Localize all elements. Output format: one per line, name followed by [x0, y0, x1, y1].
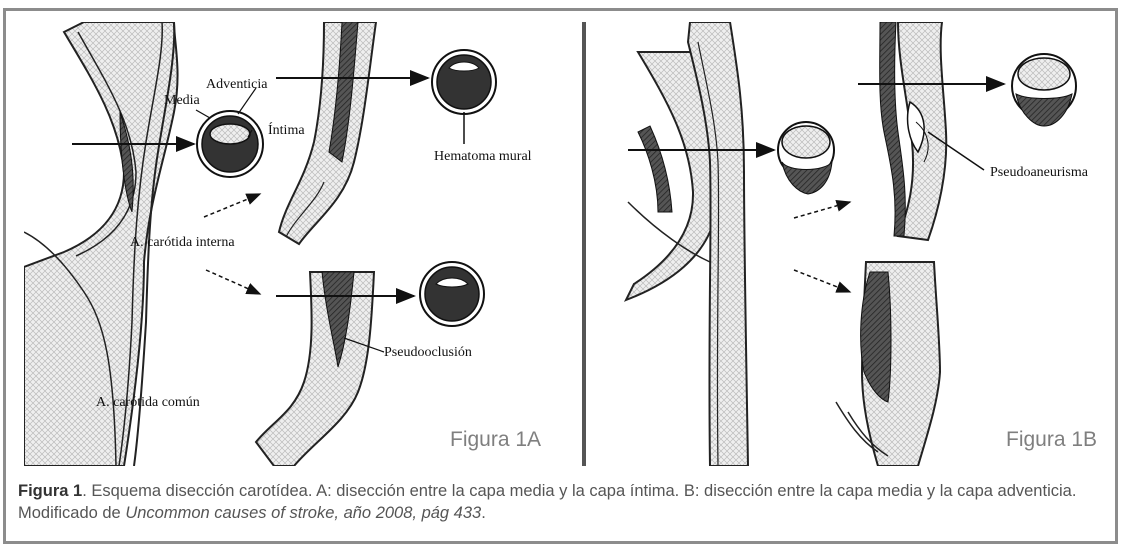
label-carotida-interna: A. carótida interna — [130, 235, 235, 250]
vessel-segment-b-upper — [880, 22, 947, 240]
cross-section-pseudoaneurisma — [1012, 54, 1076, 126]
figure-caption: Figura 1. Esquema disección carotídea. A… — [18, 480, 1108, 524]
panel-divider — [582, 22, 586, 466]
vessel-segment-lower — [256, 272, 374, 466]
cross-section-b1 — [778, 122, 834, 194]
figure-label-a: Figura 1A — [450, 428, 541, 452]
label-pseudooclusion: Pseudooclusión — [384, 345, 472, 360]
panel-b-illustration: Pseudoaneurisma — [598, 22, 1106, 466]
carotid-vessel-b — [626, 22, 748, 466]
caption-bold: Figura 1 — [18, 482, 82, 500]
arrow-to-lower-b — [794, 270, 850, 292]
label-intima: Íntima — [268, 121, 305, 138]
arrow-to-hematoma — [204, 194, 260, 217]
label-adventicia: Adventicia — [206, 77, 268, 92]
cross-section-hematoma — [432, 50, 496, 114]
arrow-to-pseudoaneurisma — [794, 202, 850, 218]
caption-end: . — [481, 504, 486, 522]
label-hematoma-mural: Hematoma mural — [434, 149, 532, 164]
cross-section-pseudooclusion — [420, 262, 484, 326]
label-pseudoaneurisma: Pseudoaneurisma — [990, 165, 1089, 180]
panel-b: Pseudoaneurisma Figura 1B — [598, 22, 1106, 466]
cross-section-a1 — [197, 111, 263, 177]
figure-label-b: Figura 1B — [1006, 428, 1097, 452]
vessel-segment-b-lower — [836, 262, 940, 466]
label-carotida-comun: A. carótida común — [96, 395, 200, 410]
arrow-to-pseudooclusion — [206, 270, 260, 294]
panel-a-illustration: Media Adventicia Íntima A. carótida inte… — [24, 22, 564, 466]
label-media: Media — [164, 93, 201, 108]
panel-a: Media Adventicia Íntima A. carótida inte… — [24, 22, 564, 466]
caption-source: Uncommon causes of stroke, año 2008, pág… — [125, 504, 481, 522]
